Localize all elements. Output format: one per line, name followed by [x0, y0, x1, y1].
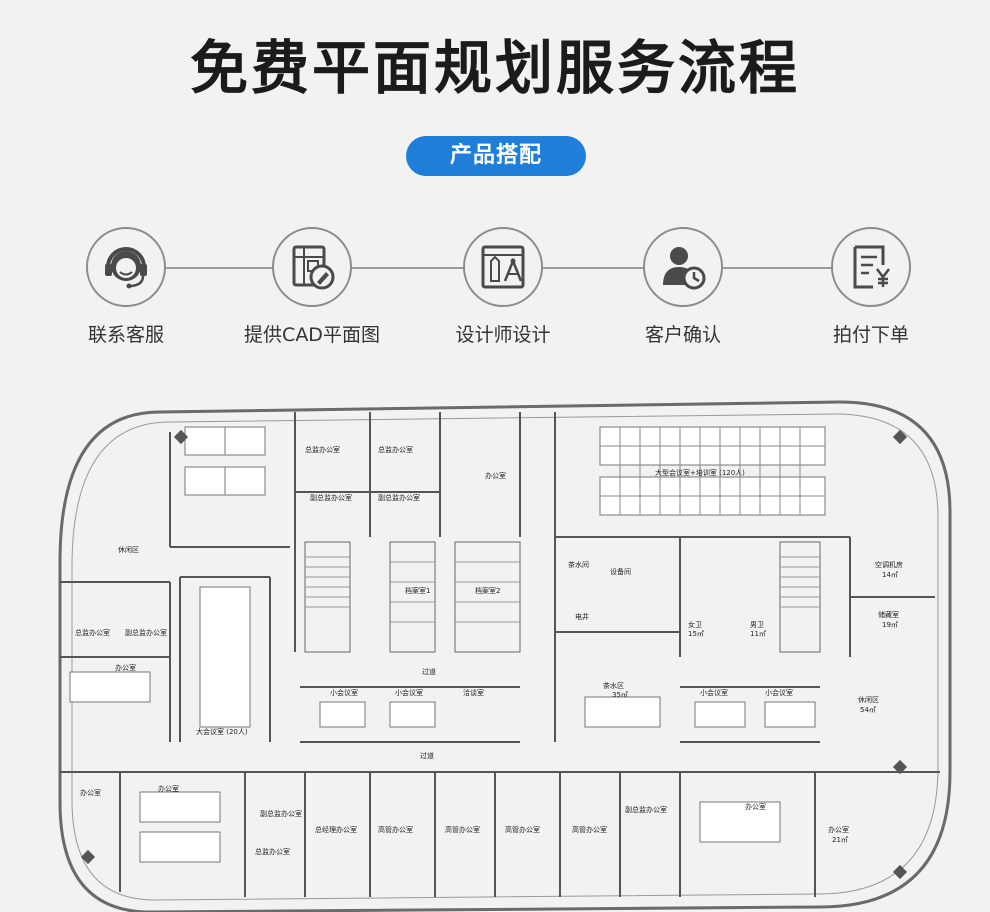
room-label: 总监办公室 [255, 847, 290, 856]
room-label: 高管办公室 [445, 825, 480, 834]
invoice-yen-icon [853, 245, 890, 289]
step-circle [463, 227, 543, 307]
design-tools-icon [481, 245, 525, 289]
page-title: 免费平面规划服务流程 [189, 34, 800, 102]
room-label: 副总监办公室 [378, 493, 420, 502]
room-label: 大型会议室+培训室 (120人) [655, 468, 745, 477]
room-label: 高管办公室 [572, 825, 607, 834]
room-label: 总经理办公室 [315, 825, 357, 834]
step-circle [86, 227, 166, 307]
cad-drawing-icon [292, 245, 335, 290]
step-label: 联系客服 [87, 324, 164, 346]
room-label: 办公室 [828, 825, 849, 834]
room-label: 11㎡ [750, 630, 766, 638]
room-label: 小会议室 [700, 688, 728, 697]
room-label: 54㎡ [860, 706, 876, 714]
room-label: 休闲区 [858, 695, 879, 704]
step-circle [272, 227, 352, 307]
room-label: 休闲区 [118, 545, 139, 554]
room-label: 储藏室 [878, 610, 899, 619]
product-match-badge[interactable]: 产品搭配 [406, 136, 586, 176]
process-step-order[interactable]: 拍付下单 [786, 227, 956, 347]
room-label: 档案室1 [405, 586, 430, 595]
process-step-design[interactable]: 设计师设计 [418, 227, 588, 347]
room-label: 副总监办公室 [625, 805, 667, 814]
room-label: 小会议室 [330, 688, 358, 697]
headset-icon [105, 247, 147, 289]
process-step-contact[interactable]: 联系客服 [41, 227, 211, 347]
room-label: 档案室2 [475, 586, 500, 595]
room-label: 副总监办公室 [260, 809, 302, 818]
room-label: 高管办公室 [505, 825, 540, 834]
room-label: 办公室 [485, 471, 506, 480]
room-label: 空调机房 [875, 560, 903, 569]
room-label: 高管办公室 [378, 825, 413, 834]
room-label: 洽谈室 [463, 688, 484, 697]
room-label: 过道 [422, 667, 436, 676]
room-label: 电井 [575, 612, 589, 621]
step-label: 设计师设计 [455, 324, 551, 346]
room-label: 办公室 [158, 784, 179, 793]
room-label: 女卫 [688, 620, 702, 629]
room-label: 14㎡ [882, 571, 898, 579]
room-label: 21㎡ [832, 836, 848, 844]
office-floor-plan: 总监办公室 总监办公室 办公室 大型会议室+培训室 (120人) 副总监办公室 … [0, 372, 990, 912]
room-label: 总监办公室 [75, 628, 110, 637]
room-label: 男卫 [750, 621, 764, 629]
step-label: 客户确认 [644, 324, 721, 346]
room-label: 小会议室 [395, 688, 423, 697]
step-label: 拍付下单 [832, 324, 909, 346]
room-label: 19㎡ [882, 621, 898, 629]
room-label: 总监办公室 [305, 445, 340, 454]
room-label: 大会议室 (20人) [196, 727, 248, 736]
room-label: 茶水区 [603, 681, 624, 690]
room-label: 35㎡ [612, 691, 628, 699]
user-clock-icon [663, 247, 706, 290]
room-label: 办公室 [80, 788, 101, 797]
room-label: 15㎡ [688, 630, 704, 638]
room-label: 副总监办公室 [125, 628, 167, 637]
step-label: 提供CAD平面图 [244, 324, 380, 346]
room-label: 办公室 [115, 663, 136, 672]
room-label: 小会议室 [765, 688, 793, 697]
room-label: 设备间 [610, 567, 631, 576]
process-step-cad[interactable]: 提供CAD平面图 [227, 227, 397, 347]
step-circle [831, 227, 911, 307]
process-step-confirm[interactable]: 客户确认 [598, 227, 768, 347]
room-label: 办公室 [745, 802, 766, 811]
building-outline [58, 400, 952, 912]
room-label: 过道 [420, 751, 434, 760]
room-label: 副总监办公室 [310, 493, 352, 502]
step-circle [643, 227, 723, 307]
room-label: 茶水间 [568, 560, 589, 569]
room-label: 总监办公室 [378, 445, 413, 454]
